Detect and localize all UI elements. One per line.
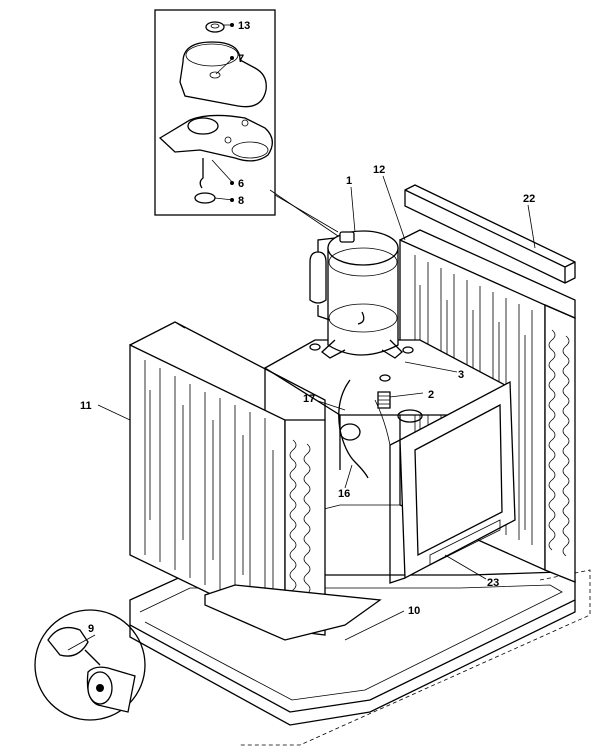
label-part-12: 12 [373,164,385,176]
leader-lines [67,24,536,651]
label-part-17: 17 [303,393,315,405]
label-part-16: 16 [338,488,350,500]
label-part-2: 2 [428,389,434,401]
leader-dot [230,181,234,185]
label-part-23: 23 [487,577,499,589]
label-part-7: 7 [238,53,244,65]
inset-circle [34,609,146,721]
label-part-13: 10 [408,605,420,617]
label-part-6: 6 [238,178,244,190]
label-part-11: 11 [80,400,92,412]
leader-dot [230,56,234,60]
label-part-22: 22 [523,193,535,205]
leader-dot [230,23,234,27]
drip-tray [204,584,382,641]
refrigerant-tubing [338,379,391,479]
label-part-10: 9 [88,623,94,635]
leader-dot [230,198,234,202]
grommet-2 [377,391,391,409]
compressor [320,230,403,359]
inset-box [154,9,339,233]
partition-panel [389,380,516,584]
evaporator-coil [129,321,326,636]
label-part-8: 8 [238,195,244,207]
part-labels: 13 7 6 8 1 12 22 11 2 3 17 16 10 23 9 [80,20,535,635]
label-part-9: 13 [238,20,250,32]
label-part-3: 3 [458,369,464,381]
accumulator [309,237,336,321]
label-part-1: 1 [346,175,352,187]
top-rail [404,184,576,284]
